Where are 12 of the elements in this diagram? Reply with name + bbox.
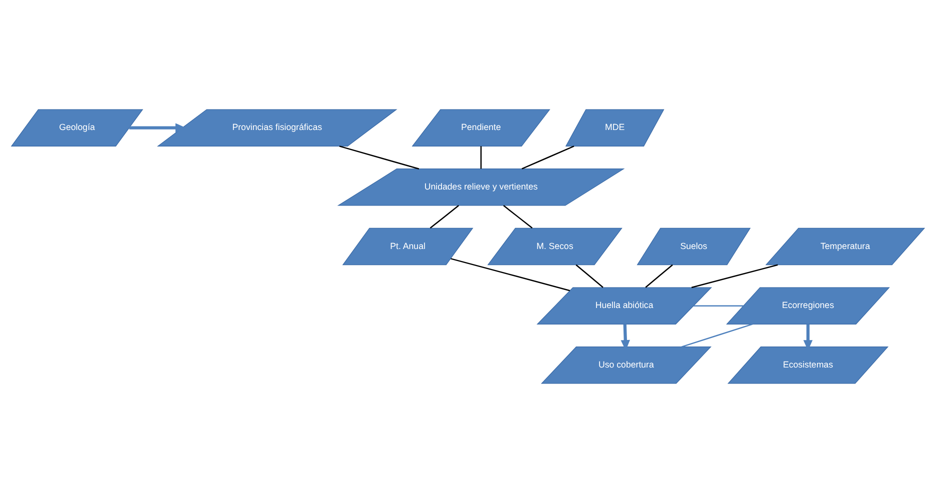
connector xyxy=(694,305,744,306)
connector xyxy=(503,205,533,229)
connector xyxy=(645,264,673,288)
connector xyxy=(522,146,574,170)
connector xyxy=(682,324,753,348)
connector xyxy=(430,205,460,229)
connector xyxy=(576,264,604,288)
connector xyxy=(691,264,778,288)
connector xyxy=(450,258,570,292)
arrow xyxy=(129,123,186,132)
connector xyxy=(339,146,420,170)
connector xyxy=(480,146,482,169)
